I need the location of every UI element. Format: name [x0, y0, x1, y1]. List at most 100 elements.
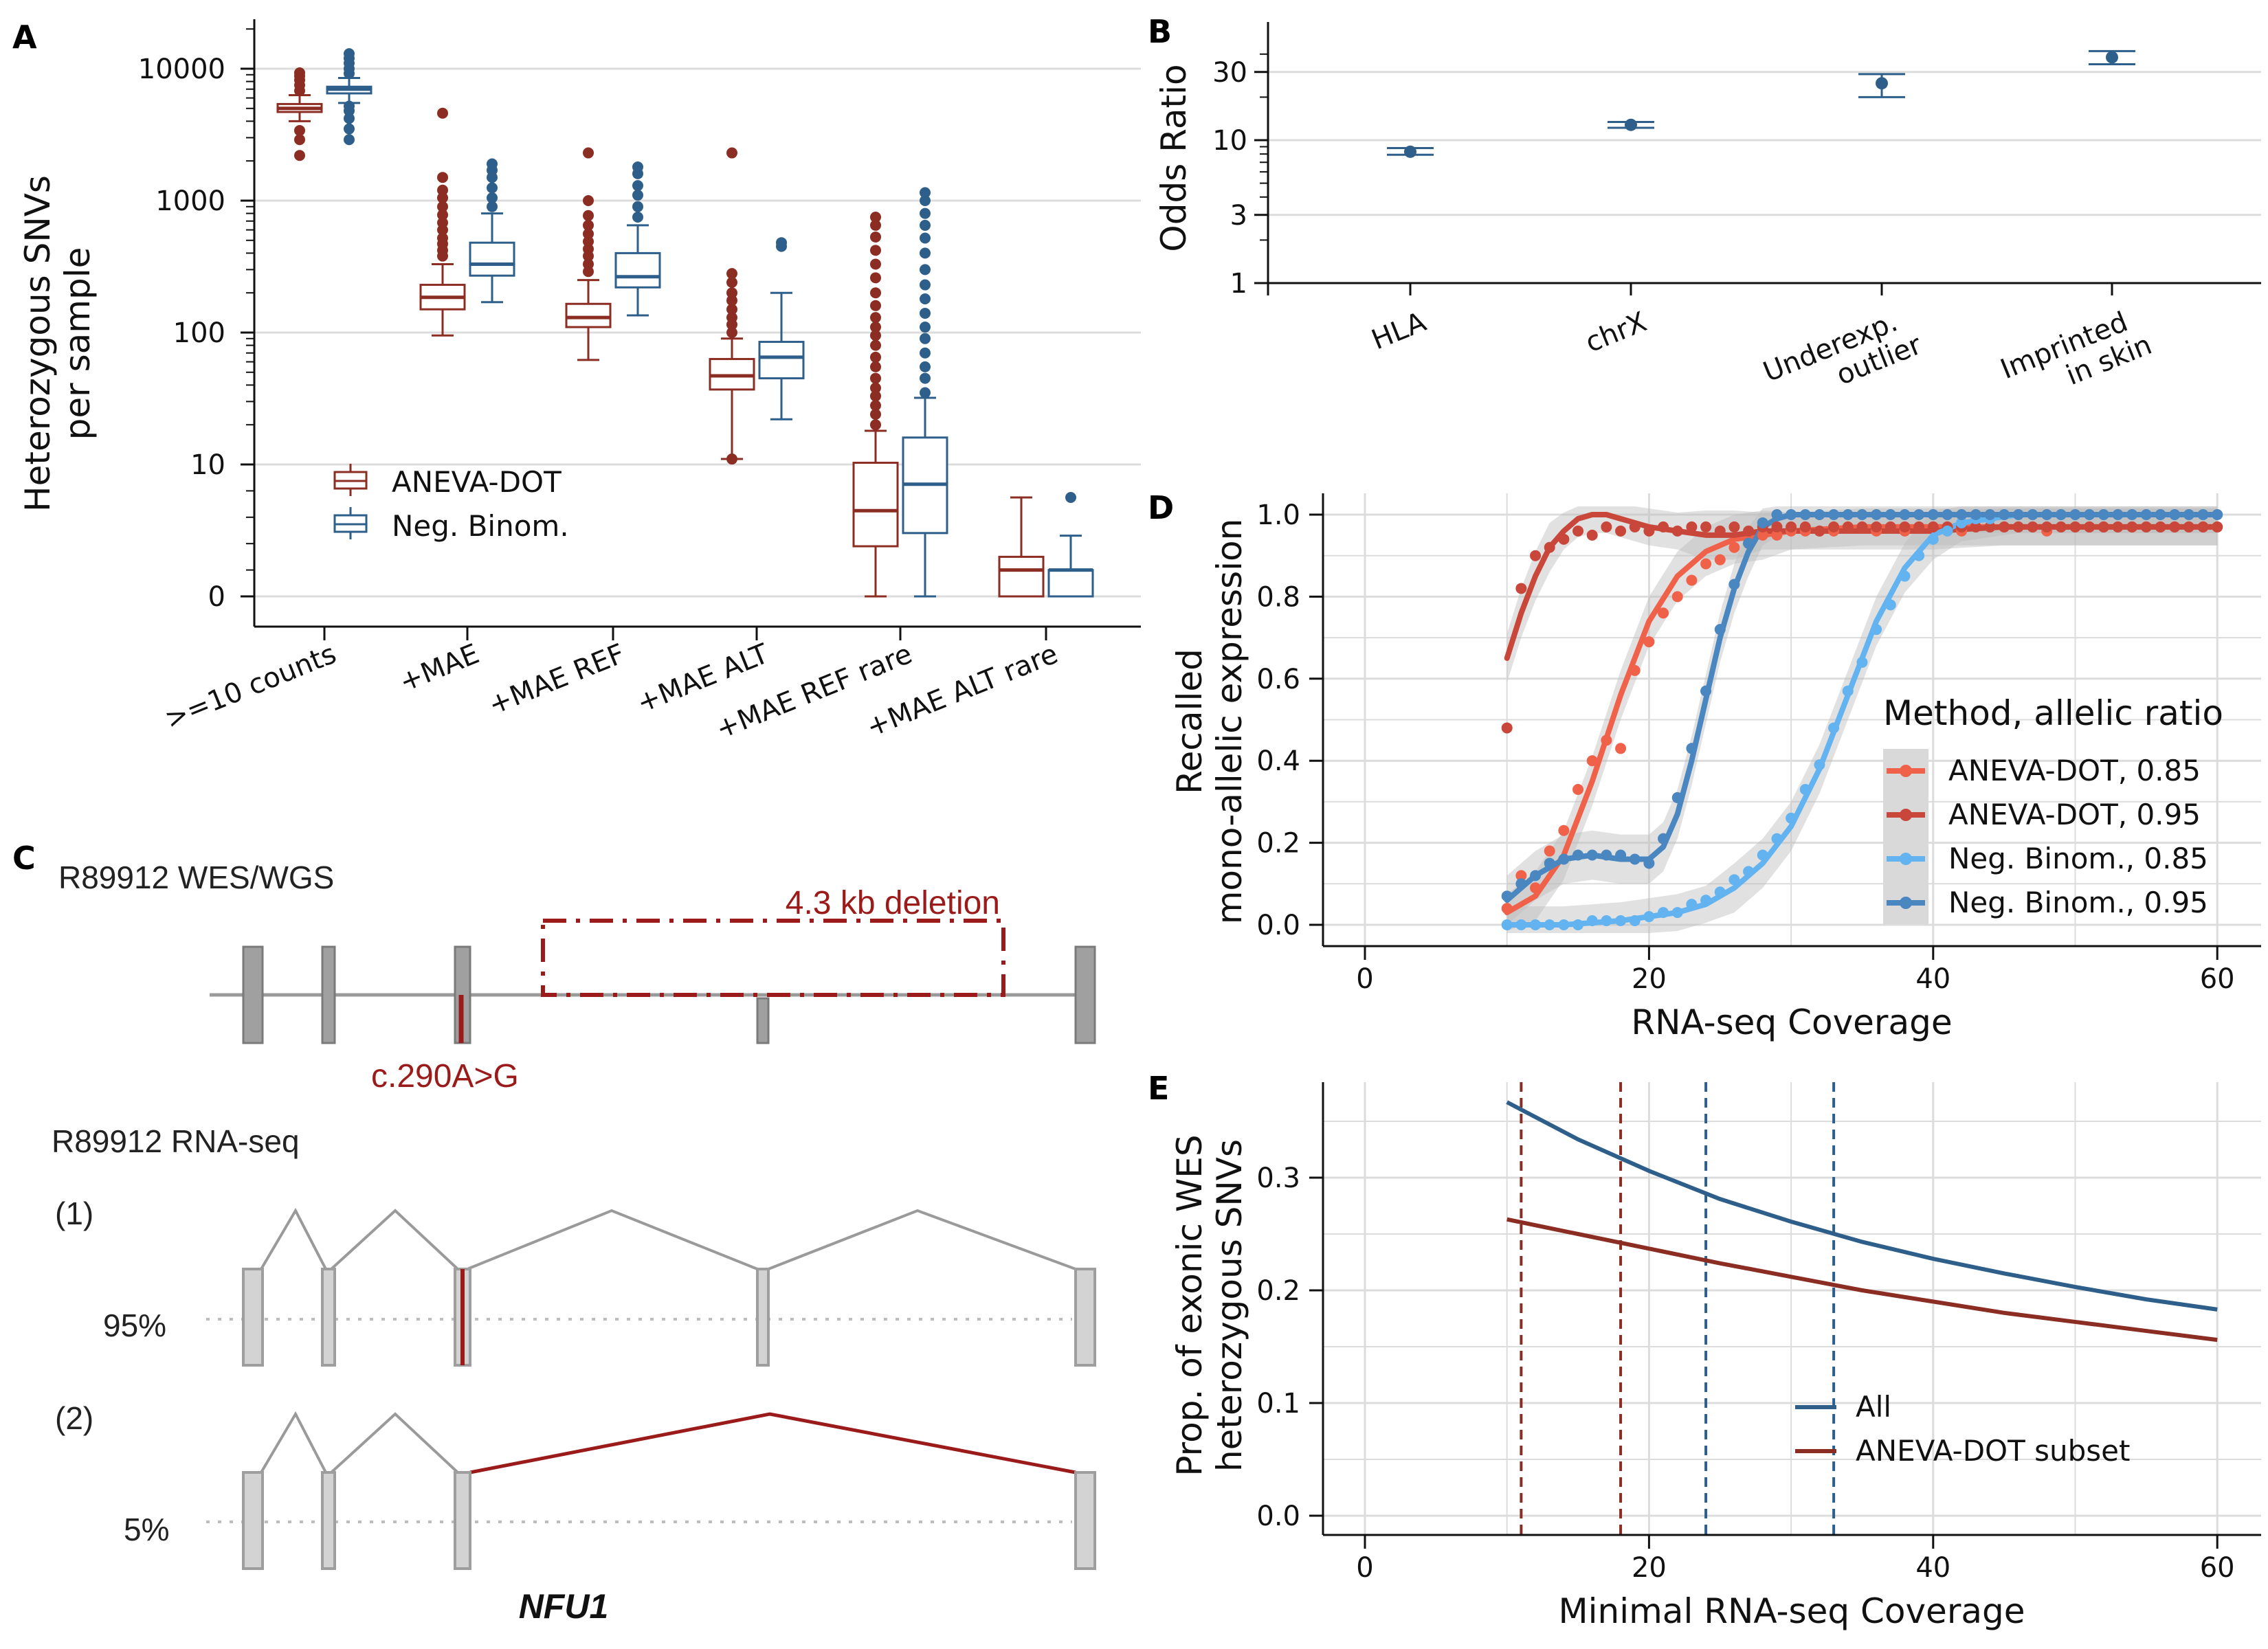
e-x-tick-label: 60: [2200, 1552, 2235, 1584]
d-point: [2098, 509, 2109, 520]
d-point: [1927, 533, 1939, 545]
a-outlier: [920, 195, 931, 206]
d-point: [1728, 579, 1740, 590]
gene-name: NFU1: [519, 1587, 609, 1626]
d-point: [1927, 509, 1939, 520]
d-point: [1671, 525, 1683, 537]
a-outlier: [870, 258, 881, 270]
b-point: [2106, 51, 2118, 64]
d-point: [1828, 521, 1840, 532]
d-legend-marker: [1900, 853, 1912, 865]
d-point: [1615, 849, 1627, 861]
a-y-tick-label: 10000: [138, 54, 225, 85]
a-x-tick-label: +MAE: [395, 638, 484, 699]
d-point: [1544, 845, 1555, 857]
a-outlier: [920, 361, 931, 372]
a-outlier: [437, 201, 448, 212]
b-x-tick-label-group: HLA: [1367, 306, 1431, 356]
e-x-label: Minimal RNA-seq Coverage: [1558, 1591, 2025, 1631]
d-point: [1771, 509, 1783, 520]
isoform1-junction-1: [260, 1207, 327, 1270]
a-outlier: [870, 211, 881, 223]
e-legend-label: ANEVA-DOT subset: [1856, 1434, 2130, 1468]
d-point: [2041, 521, 2053, 532]
a-outlier: [726, 453, 737, 465]
d-point: [1658, 833, 1669, 844]
d-point: [1643, 911, 1655, 923]
a-outlier: [726, 276, 737, 288]
d-legend: Method, allelic ratio ANEVA-DOT, 0.85ANE…: [1883, 693, 2223, 924]
d-y-tick-label: 0.4: [1256, 745, 1300, 777]
a-outlier: [870, 390, 881, 402]
a-outlier: [437, 209, 448, 221]
a-outlier: [344, 134, 355, 146]
d-point: [1899, 509, 1911, 520]
d-point: [1913, 550, 1925, 561]
d-point: [1913, 509, 1925, 520]
a-outlier: [920, 347, 931, 359]
a-boxes: [276, 48, 1094, 598]
wes-title: R89912 WES/WGS: [58, 860, 334, 895]
isoform1-junction-3: [467, 1209, 758, 1270]
a-outlier: [920, 207, 931, 219]
isoform2-exon-5: [1074, 1471, 1096, 1570]
d-point: [1686, 521, 1698, 532]
d-point: [1572, 919, 1584, 930]
d-point: [1899, 521, 1911, 532]
a-legend-aneva: ANEVA-DOT: [392, 465, 562, 499]
a-outlier: [583, 228, 594, 240]
d-point: [1871, 509, 1882, 520]
e-x-tick-label: 40: [1915, 1552, 1950, 1584]
a-outlier: [632, 211, 643, 223]
d-point: [1501, 903, 1513, 915]
a-legend-negbinom: Neg. Binom.: [392, 509, 569, 543]
a-outlier: [870, 382, 881, 394]
d-point: [1658, 907, 1669, 919]
e-x-tick-label: 20: [1632, 1552, 1667, 1584]
d-point: [2012, 521, 2024, 532]
d-x-tick-label: 0: [1356, 963, 1373, 995]
d-point: [1842, 509, 1854, 520]
isoform1-exon-1: [242, 1268, 264, 1367]
a-outlier: [870, 361, 881, 372]
wes-exon-5: [1074, 945, 1096, 1044]
d-point: [1615, 915, 1627, 927]
d-y-label-line2: mono-allelic expression: [1210, 519, 1249, 925]
d-point: [1728, 874, 1740, 886]
a-box: [758, 341, 805, 380]
d-point: [1586, 915, 1598, 927]
d-point: [1658, 521, 1669, 532]
d-point: [1586, 529, 1598, 541]
e-y-tick-label: 0.1: [1256, 1388, 1300, 1420]
d-point: [1885, 599, 1896, 611]
d-x-tick-label: 20: [1632, 963, 1667, 995]
a-outlier: [920, 372, 931, 384]
d-point: [2197, 521, 2209, 532]
a-outlier: [437, 107, 448, 119]
a-outlier: [870, 300, 881, 311]
a-outlier: [920, 187, 931, 199]
d-y-tick-label: 1.0: [1256, 500, 1300, 531]
e-threshold-lines: [1520, 1082, 1836, 1535]
d-point: [2212, 521, 2223, 532]
d-point: [1856, 509, 1868, 520]
d-point: [1515, 919, 1527, 930]
b-x-tick-label: chrX: [1581, 306, 1652, 359]
d-point: [1586, 849, 1598, 861]
d-point: [2155, 509, 2166, 520]
d-y-tick-label: 0.8: [1256, 581, 1300, 613]
d-point: [1842, 521, 1854, 532]
d-point: [1771, 529, 1783, 541]
panel-label-b: B: [1148, 13, 1172, 50]
isoform1-exon-2: [321, 1268, 336, 1367]
d-point: [1629, 915, 1641, 927]
e-legend-label: All: [1856, 1390, 1891, 1424]
d-y-ticks: 0.00.20.40.60.81.0: [1256, 500, 1323, 941]
deletion-label: 4.3 kb deletion: [786, 885, 1000, 921]
d-point: [1615, 743, 1627, 754]
a-box: [852, 462, 899, 548]
d-point: [1671, 591, 1683, 603]
d-point: [1558, 824, 1570, 836]
